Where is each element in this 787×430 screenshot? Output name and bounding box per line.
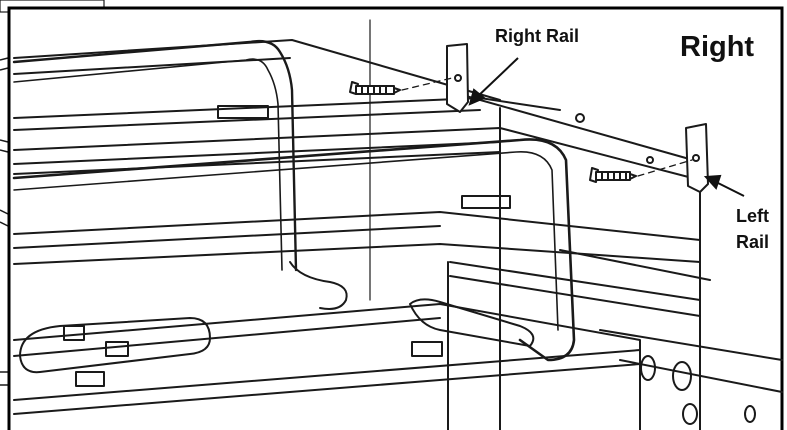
right-box-rail (449, 261, 701, 301)
bottom-tray-front-2 (13, 363, 641, 415)
lower-rail-top (13, 211, 701, 241)
bottom-tray-edge (13, 317, 441, 357)
lower-rail-top-2 (13, 225, 441, 249)
left-rail-arrow-line (715, 181, 745, 197)
rear-handle (12, 39, 298, 272)
panel-hole-1 (672, 361, 692, 391)
dashed-align-upper (401, 77, 453, 91)
callout-arrows (468, 57, 745, 197)
clip-4 (105, 341, 129, 357)
clip-2 (461, 195, 511, 209)
front-handle (12, 138, 576, 362)
lower-tube-loop-2 (409, 298, 535, 347)
front-handle-inner (13, 151, 559, 331)
panel-hole-2 (640, 355, 656, 381)
panel-hole-6 (646, 156, 654, 164)
left-rail-label-line1: Left (736, 206, 769, 226)
clip-3 (63, 325, 85, 341)
right-box-rail-5 (619, 359, 783, 393)
dashed-align-lower (637, 159, 693, 177)
right-rail-hole (454, 74, 462, 82)
line-art (12, 19, 783, 430)
right-box-rail-3 (559, 249, 711, 281)
panel-hole-3 (682, 403, 698, 425)
upper-back-edge (13, 39, 501, 101)
right-rail-arrow-line (475, 57, 519, 99)
screw-lower (589, 167, 637, 183)
tube-bend (289, 261, 348, 310)
mid-rail-face-3 (13, 151, 501, 175)
rear-handle-inner (13, 58, 283, 271)
heading-label: Right (680, 31, 754, 63)
clip-5 (411, 341, 443, 357)
left-rail-arrowhead (703, 174, 722, 190)
clip-1 (217, 105, 269, 119)
right-rail-bracket (446, 43, 469, 113)
right-rail-label: Right Rail (495, 26, 579, 46)
right-box-rail-4 (599, 329, 783, 361)
left-rail-label-line2: Rail (736, 232, 769, 252)
lower-rail-bottom (13, 243, 701, 265)
lower-tube-loop-1 (19, 317, 211, 374)
panel-hole-4 (744, 405, 756, 423)
panel-hole-5 (575, 113, 585, 123)
right-rail-arrowhead (468, 88, 486, 106)
mid-rail-face-2 (13, 141, 501, 165)
mid-rail-top-2 (13, 109, 481, 131)
bottom-tray-top (13, 303, 641, 430)
right-box-rail-2 (449, 275, 701, 317)
clip-6 (75, 371, 105, 387)
screw-upper (349, 81, 401, 95)
left-rail-hole (692, 154, 700, 162)
bottom-tray-front (13, 349, 641, 401)
left-rail-bracket (685, 123, 709, 193)
